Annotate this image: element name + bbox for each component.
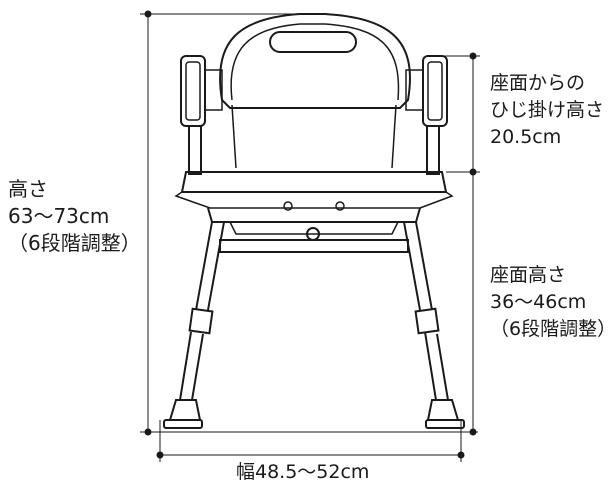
- seat-height-dimension: [469, 172, 477, 436]
- width-label: 幅48.5〜52cm: [236, 459, 369, 486]
- armrest-left: [180, 55, 223, 175]
- armrest-height-title-1: 座面からの: [490, 72, 586, 94]
- leg-right: [403, 221, 465, 429]
- backrest-support-right: [391, 104, 397, 169]
- armrest-right: [405, 55, 448, 175]
- total-height-title: 高さ: [8, 177, 48, 201]
- seat-lip: [174, 191, 454, 209]
- seat-height-title: 座面高さ: [490, 264, 567, 286]
- cross-bar: [219, 239, 409, 253]
- width-value: 幅48.5〜52cm: [236, 461, 370, 483]
- backrest: [219, 13, 411, 109]
- total-height-label: 高さ 63〜73cm （6段階調整）: [8, 176, 141, 257]
- backrest-inner: [230, 23, 400, 101]
- backrest-support-left: [231, 104, 237, 169]
- seat: [180, 171, 448, 193]
- shower-chair-illustration: [163, 13, 465, 429]
- total-height-note: （6段階調整）: [8, 231, 141, 255]
- width-dimension: [156, 420, 465, 462]
- armrest-height-title-2: ひじ掛け高さ: [490, 99, 605, 121]
- armrest-height-label: 座面からの ひじ掛け高さ 20.5cm: [490, 70, 604, 151]
- armrest-height-value: 20.5cm: [490, 126, 562, 148]
- seat-height-range: 36〜46cm: [490, 291, 587, 313]
- seat-height-note: （6段階調整）: [490, 318, 614, 340]
- foot-left: [168, 399, 202, 421]
- backrest-handle-hole: [269, 31, 357, 53]
- foot-right: [426, 399, 460, 421]
- armrest-height-dimension: [430, 52, 480, 176]
- leg-left: [163, 221, 225, 429]
- seat-frame: [207, 207, 421, 223]
- total-height-range: 63〜73cm: [8, 204, 110, 228]
- seat-height-label: 座面高さ 36〜46cm （6段階調整）: [490, 262, 614, 343]
